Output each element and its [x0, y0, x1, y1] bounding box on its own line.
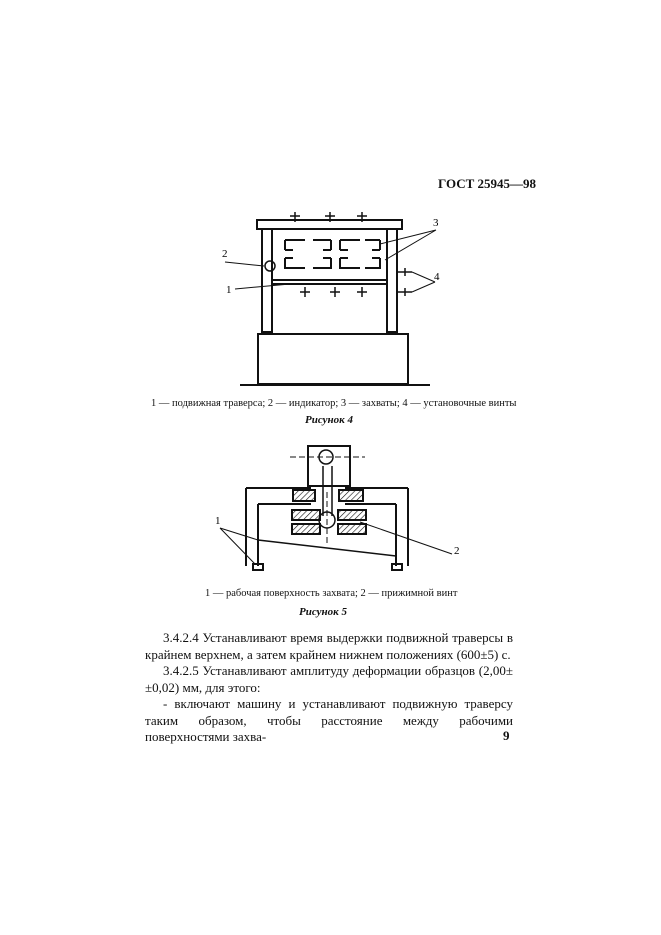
- page-number: 9: [503, 728, 510, 743]
- figure-5-drawing: 1 2: [215, 445, 460, 571]
- fig4-label-1: 1: [226, 284, 232, 296]
- paragraph-list-item: - включают машину и устанавливают подвиж…: [145, 696, 513, 744]
- figure-5-title: Рисунок 5: [299, 606, 347, 618]
- figure-5-caption: 1 — рабочая поверхность захвата; 2 — при…: [205, 588, 458, 599]
- fig5-label-2: 2: [454, 545, 460, 557]
- right-column: [386, 228, 398, 333]
- fig4-label-3: 3: [433, 217, 439, 229]
- fig4-label-4: 4: [434, 271, 440, 283]
- paragraph-3-4-2-5: 3.4.2.5 Устанавливают амплитуду деформац…: [145, 663, 513, 695]
- fig5-label-1: 1: [215, 515, 221, 527]
- figure-4-caption: 1 — подвижная траверса; 2 — индикатор; 3…: [151, 398, 517, 409]
- figure-4-title: Рисунок 4: [305, 414, 353, 426]
- base: [257, 333, 409, 385]
- paragraph-3-4-2-4: 3.4.2.4 Устанавливают время выдержки под…: [145, 630, 513, 662]
- left-column: [261, 228, 273, 333]
- fig4-label-2: 2: [222, 248, 228, 260]
- standard-header: ГОСТ 25945—98: [438, 176, 537, 191]
- figure-4-drawing: 2 1 3 4: [222, 212, 440, 386]
